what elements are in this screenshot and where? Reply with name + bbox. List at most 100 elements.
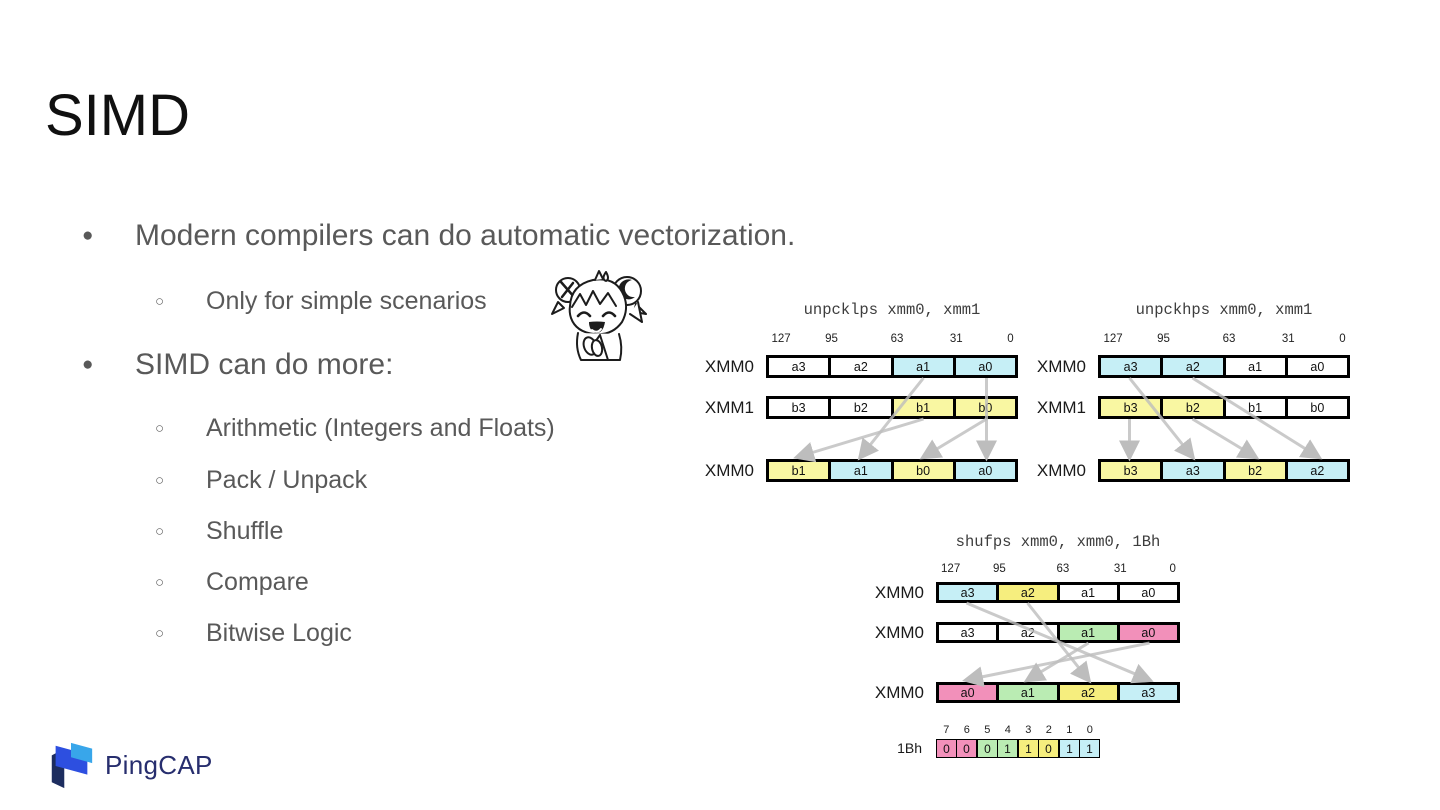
hollow-bullet-icon: ○	[155, 573, 165, 591]
immediate-bit-index: 6	[963, 724, 970, 736]
register-label: XMM0	[704, 461, 754, 480]
register-cell: a0	[1284, 358, 1347, 375]
bit-index-label: 0	[1339, 333, 1346, 345]
bit-index-label: 63	[1222, 333, 1236, 345]
hollow-bullet-icon: ○	[155, 624, 165, 642]
bit-index-label: 0	[1007, 333, 1014, 345]
immediate-bit-index: 4	[1004, 724, 1011, 736]
register-cell: a3	[1116, 685, 1177, 700]
bullet-text: Only for simple scenarios	[206, 286, 487, 315]
immediate-bit-index: 2	[1045, 724, 1052, 736]
register-label: XMM0	[1036, 357, 1086, 376]
immediate-bit-index: 7	[943, 724, 950, 736]
register-cell: a0	[952, 462, 1015, 479]
immediate-bit-index: 0	[1086, 724, 1093, 736]
register-cell: a0	[1116, 585, 1177, 600]
bullet-text: Arithmetic (Integers and Floats)	[206, 413, 555, 442]
page-title: SIMD	[45, 83, 190, 148]
register-cell: b3	[1101, 462, 1161, 479]
register-cell: b2	[1160, 399, 1223, 416]
register-cell: a3	[1101, 358, 1161, 375]
unpcklps-instruction: unpcklps xmm0, xmm1	[803, 301, 981, 319]
immediate-bit-cell: 0	[1038, 740, 1058, 757]
register-label: XMM0	[874, 683, 924, 702]
immediate-bit-index: 5	[984, 724, 991, 736]
bit-index-label: 127	[1103, 333, 1123, 345]
anime-chibi-sticker	[548, 264, 650, 364]
register-cell: a2	[1056, 685, 1117, 700]
hollow-bullet-icon: ○	[155, 522, 165, 540]
hollow-bullet-icon: ○	[155, 292, 165, 310]
immediate-bit-index: 3	[1025, 724, 1032, 736]
register-cell: a0	[939, 685, 997, 700]
bit-index-label: 63	[890, 333, 904, 345]
bullet-text: Bitwise Logic	[206, 618, 352, 647]
immediate-bit-cell: 0	[976, 740, 997, 757]
list-item: ○ Compare	[155, 564, 309, 600]
list-item: ○ Only for simple scenarios	[155, 283, 487, 319]
immediate-bit-cell: 1	[997, 740, 1017, 757]
register-cell: a1	[1222, 358, 1285, 375]
register-cell: a1	[890, 358, 953, 375]
immediate-bit-cell: 1	[1017, 740, 1038, 757]
register-cell: a1	[828, 462, 891, 479]
bit-index-label: 127	[771, 333, 791, 345]
bit-index-label: 31	[1281, 333, 1295, 345]
list-item: ○ Pack / Unpack	[155, 462, 367, 498]
pingcap-logo-icon	[51, 742, 93, 789]
register-cell: b1	[1222, 399, 1285, 416]
list-item: ○ Arithmetic (Integers and Floats)	[155, 410, 555, 446]
register-label: XMM0	[874, 583, 924, 602]
register-cell: a1	[996, 685, 1057, 700]
register-cell: a2	[996, 625, 1057, 640]
register-cell: a3	[1160, 462, 1223, 479]
pingcap-logo: PingCAP	[46, 740, 213, 790]
register-cell: b0	[952, 399, 1015, 416]
list-item: ○ Bitwise Logic	[155, 615, 352, 651]
filled-bullet-icon: ●	[82, 225, 94, 246]
immediate-bit-cell: 1	[1079, 740, 1099, 757]
register-label: XMM0	[874, 623, 924, 642]
immediate-bit-cell: 0	[937, 740, 956, 757]
register-label: XMM0	[1036, 461, 1086, 480]
shuffle-arrows	[962, 601, 1154, 688]
unpckhps-instruction: unpckhps xmm0, xmm1	[1135, 301, 1313, 319]
list-item: ● SIMD can do more:	[82, 343, 393, 387]
bit-index-label: 95	[993, 563, 1006, 575]
immediate-label: 1Bh	[897, 740, 922, 756]
filled-bullet-icon: ●	[82, 354, 94, 375]
register-cell: a2	[1160, 358, 1223, 375]
register-cell: a3	[939, 625, 997, 640]
pingcap-logo-text: PingCAP	[105, 749, 213, 780]
register-cell: a3	[769, 358, 829, 375]
register-cell: b0	[890, 462, 953, 479]
register-cell: b1	[890, 399, 953, 416]
register-cell: b2	[828, 399, 891, 416]
register-label: XMM1	[1036, 398, 1086, 417]
shufps-instruction: shufps xmm0, xmm0, 1Bh	[955, 533, 1161, 551]
register-cell: b1	[769, 462, 829, 479]
bit-index-label: 0	[1169, 563, 1176, 575]
hollow-bullet-icon: ○	[155, 471, 165, 489]
register-cell: a0	[1116, 625, 1177, 640]
register-cell: b0	[1284, 399, 1347, 416]
anime-chibi-sticker-image	[551, 270, 647, 361]
immediate-bit-index: 1	[1066, 724, 1073, 736]
register-cell: a0	[952, 358, 1015, 375]
bit-index-label: 31	[1113, 563, 1127, 575]
hollow-bullet-icon: ○	[155, 419, 165, 437]
bullet-text: Shuffle	[206, 516, 284, 545]
list-item: ● Modern compilers can do automatic vect…	[82, 214, 795, 258]
register-cell: b3	[1101, 399, 1161, 416]
register-cell: a1	[1056, 585, 1117, 600]
bullet-text: Pack / Unpack	[206, 465, 368, 494]
